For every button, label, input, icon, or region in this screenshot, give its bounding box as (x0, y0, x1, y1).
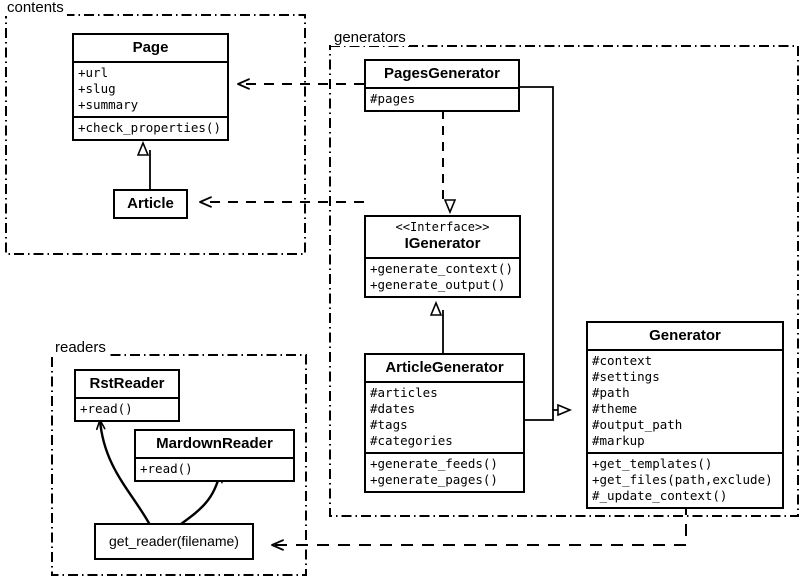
class-box-generator[interactable]: Generator #context #settings #path #them… (586, 321, 784, 509)
connector-articlegenerator-to-generator (525, 410, 570, 421)
class-articlegenerator-name: ArticleGenerator (385, 359, 504, 376)
method: +read() (140, 461, 193, 476)
class-pagesgenerator-header: PagesGenerator (366, 61, 518, 87)
get-reader-name: get_reader(filename) (109, 533, 239, 549)
package-frame-generators (329, 45, 799, 517)
method: +generate_feeds() (370, 456, 498, 471)
attribute: #articles (370, 385, 438, 400)
connector-pagesgenerator-to-generator (519, 86, 554, 410)
attribute: +url (78, 65, 109, 80)
method: #_update_context() (592, 488, 728, 503)
attribute: #path (592, 385, 630, 400)
attribute: #theme (592, 401, 638, 416)
attribute: #output_path (592, 417, 683, 432)
connector-getreader-to-rstreader (95, 419, 152, 526)
method: +check_properties() (78, 120, 221, 135)
class-box-article[interactable]: Article (113, 189, 188, 219)
class-mardownreader-methods: +read() (136, 457, 293, 480)
attribute: #dates (370, 401, 416, 416)
method: +get_files(path,exclude) (592, 472, 773, 487)
class-page-header: Page (74, 35, 227, 61)
class-box-get-reader[interactable]: get_reader(filename) (94, 523, 254, 560)
method: +get_templates() (592, 456, 713, 471)
class-rstreader-name: RstReader (89, 375, 165, 392)
attribute: #pages (370, 91, 416, 106)
package-label-generators: generators (331, 30, 409, 46)
class-generator-name: Generator (649, 327, 721, 344)
class-generator-methods: +get_templates() +get_files(path,exclude… (588, 452, 782, 507)
attribute: +summary (78, 97, 139, 112)
class-articlegenerator-methods: +generate_feeds() +generate_pages() (366, 452, 523, 491)
class-box-pagesgenerator[interactable]: PagesGenerator #pages (364, 59, 520, 112)
attribute: #context (592, 353, 653, 368)
method: +generate_context() (370, 261, 513, 276)
attribute: #settings (592, 369, 660, 384)
package-frame-readers (51, 354, 307, 576)
attribute: #tags (370, 417, 408, 432)
class-igenerator-stereotype: <<Interface>> (395, 220, 490, 234)
class-page-name: Page (132, 39, 169, 56)
connector-generator-to-getreader (271, 503, 687, 551)
class-mardownreader-name: MardownReader (156, 435, 273, 452)
class-rstreader-header: RstReader (76, 371, 178, 397)
class-box-igenerator[interactable]: <<Interface>> IGenerator +generate_conte… (364, 215, 521, 298)
class-box-rstreader[interactable]: RstReader +read() (74, 369, 180, 422)
class-pagesgenerator-attributes: #pages (366, 87, 518, 110)
attribute: #categories (370, 433, 453, 448)
method: +generate_pages() (370, 472, 498, 487)
class-mardownreader-header: MardownReader (136, 431, 293, 457)
class-articlegenerator-attributes: #articles #dates #tags #categories (366, 381, 523, 452)
class-box-mardownreader[interactable]: MardownReader +read() (134, 429, 295, 482)
class-igenerator-header: <<Interface>> IGenerator (366, 217, 519, 257)
method: +generate_output() (370, 277, 506, 292)
class-generator-attributes: #context #settings #path #theme #output_… (588, 349, 782, 452)
class-article-name: Article (127, 195, 174, 212)
method: +read() (80, 401, 133, 416)
attribute: +slug (78, 81, 116, 96)
get-reader-header: get_reader(filename) (96, 525, 252, 558)
class-page-methods: +check_properties() (74, 116, 227, 139)
package-frame-contents (5, 14, 306, 255)
class-rstreader-methods: +read() (76, 397, 178, 420)
class-page-attributes: +url +slug +summary (74, 61, 227, 116)
class-igenerator-methods: +generate_context() +generate_output() (366, 257, 519, 296)
class-articlegenerator-header: ArticleGenerator (366, 355, 523, 381)
class-pagesgenerator-name: PagesGenerator (384, 65, 500, 82)
class-box-articlegenerator[interactable]: ArticleGenerator #articles #dates #tags … (364, 353, 525, 493)
class-generator-header: Generator (588, 323, 782, 349)
package-label-contents: contents (4, 0, 67, 16)
class-article-header: Article (115, 191, 186, 217)
attribute: #markup (592, 433, 645, 448)
class-box-page[interactable]: Page +url +slug +summary +check_properti… (72, 33, 229, 141)
package-label-readers: readers (52, 340, 109, 356)
class-igenerator-name: IGenerator (404, 235, 481, 252)
